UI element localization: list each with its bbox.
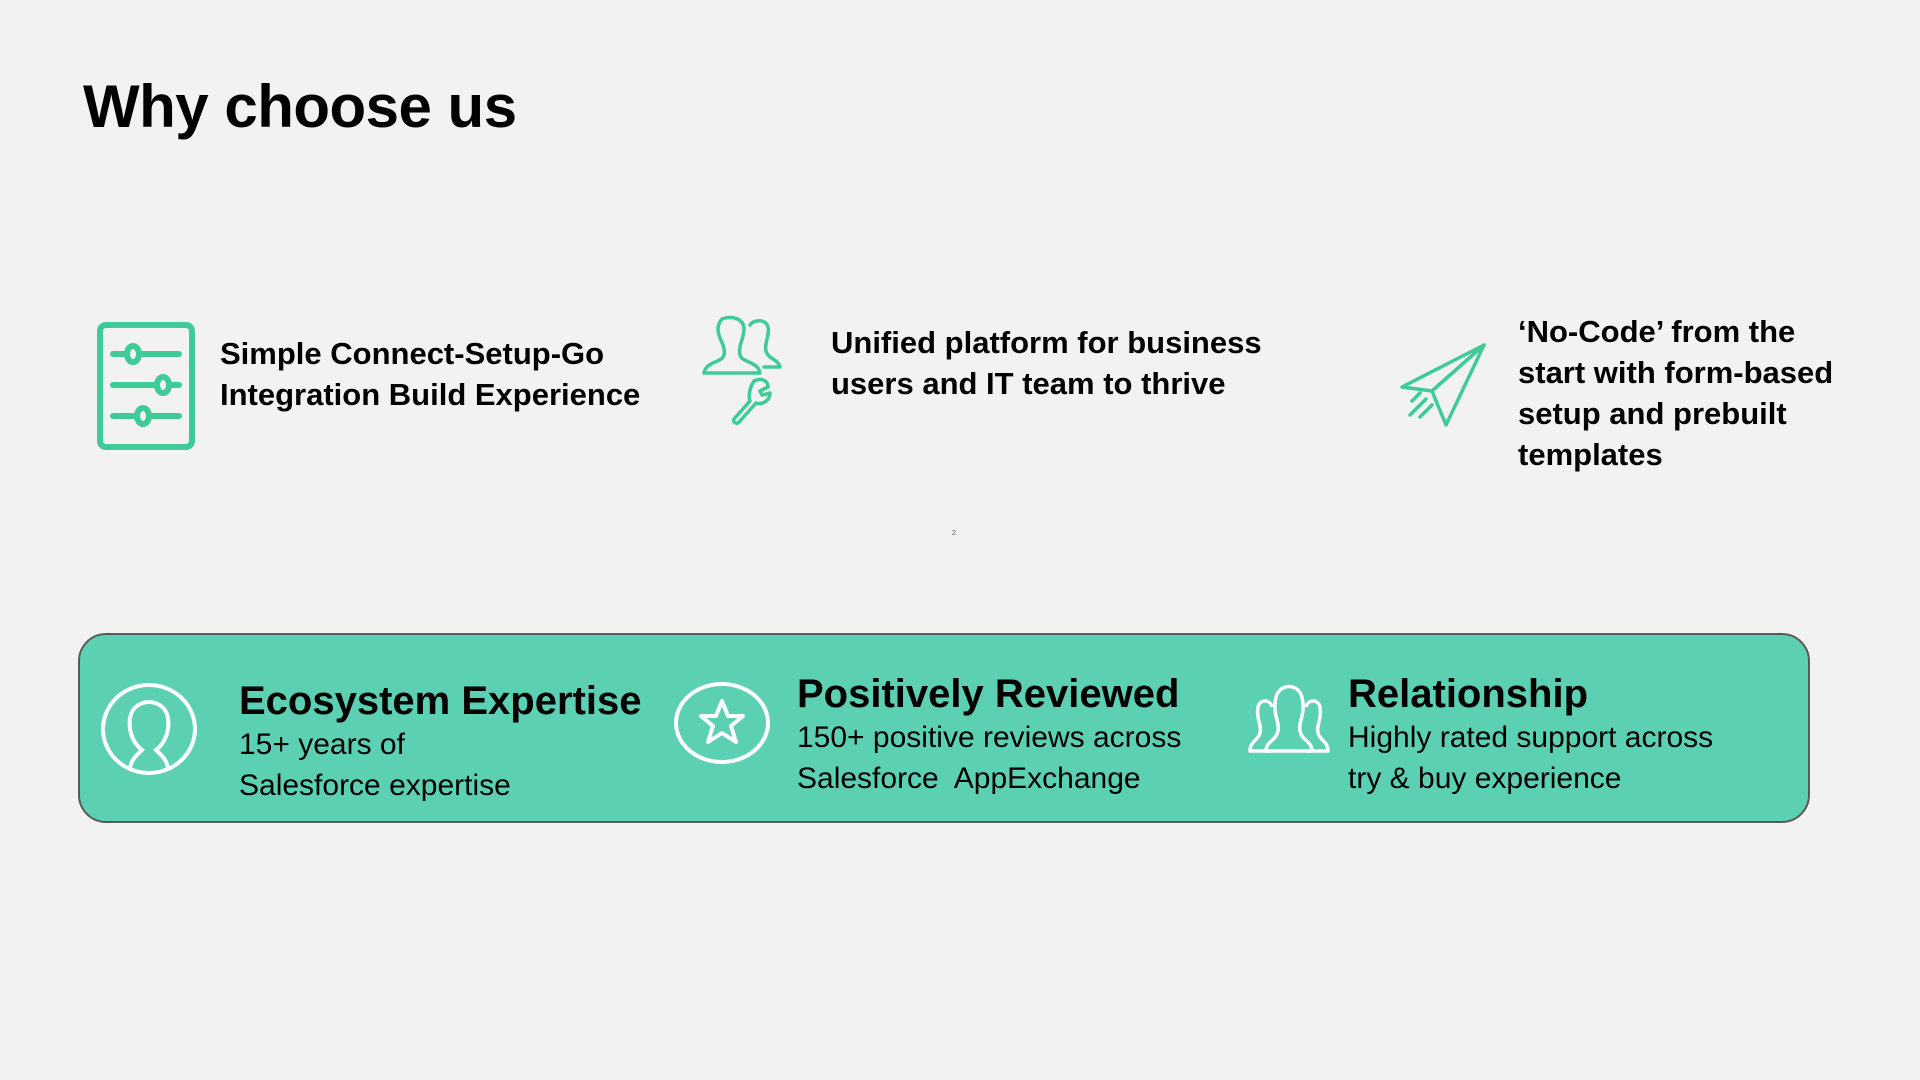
highlight-title: Positively Reviewed — [797, 672, 1180, 716]
highlight-line: 150+ positive reviews across — [797, 721, 1182, 754]
feature-text-no-code: ‘No-Code’ from the start with form-based… — [1518, 311, 1833, 475]
feature-line: ‘No-Code’ from the — [1518, 314, 1796, 349]
page-title: Why choose us — [83, 73, 517, 140]
users-wrench-icon — [702, 315, 788, 433]
highlight-line: 15+ years of — [239, 728, 405, 761]
star-circle-icon — [673, 681, 771, 765]
feature-line: Integration Build Experience — [220, 377, 641, 412]
highlight-line: Salesforce expertise — [239, 769, 511, 802]
highlight-line: Salesforce AppExchange — [797, 762, 1141, 795]
feature-line: start with form-based — [1518, 355, 1834, 390]
feature-line: users and IT team to thrive — [831, 366, 1226, 401]
people-icon — [1248, 681, 1330, 753]
feature-line: setup and prebuilt — [1518, 396, 1787, 431]
feature-text-setup: Simple Connect-Setup-Go Integration Buil… — [220, 333, 640, 415]
highlight-title: Ecosystem Expertise — [239, 679, 642, 723]
feature-text-unified: Unified platform for business users and … — [831, 322, 1262, 404]
feature-line: Simple Connect-Setup-Go — [220, 336, 605, 371]
highlight-ecosystem: Ecosystem Expertise 15+ years of Salesfo… — [239, 678, 641, 806]
highlights-panel — [78, 633, 1810, 823]
highlight-reviewed: Positively Reviewed 150+ positive review… — [797, 671, 1181, 799]
page-number: 2 — [952, 530, 956, 537]
feature-line: Unified platform for business — [831, 325, 1262, 360]
highlight-line: Highly rated support across — [1348, 721, 1714, 754]
highlight-line: try & buy experience — [1348, 762, 1622, 795]
sliders-icon — [97, 322, 195, 450]
person-circle-icon — [100, 682, 198, 776]
feature-line: templates — [1518, 437, 1663, 472]
highlight-relationship: Relationship Highly rated support across… — [1348, 671, 1713, 799]
paper-plane-icon — [1400, 343, 1486, 429]
highlight-title: Relationship — [1348, 672, 1589, 716]
